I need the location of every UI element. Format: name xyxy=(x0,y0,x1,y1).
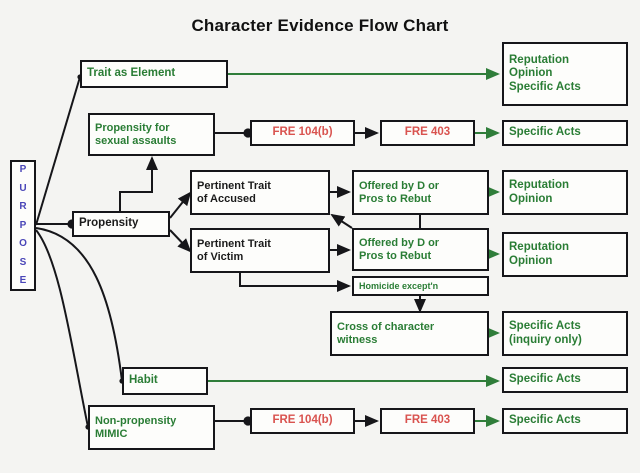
edge-purpose-nonpropensity xyxy=(35,229,89,428)
node-non-propensity-mimic[interactable]: Non-propensity MIMIC xyxy=(88,405,215,450)
node-label: FRE 403 xyxy=(404,414,451,427)
purpose-letter: O xyxy=(19,238,27,249)
node-label: sexual assaults xyxy=(95,134,177,147)
node-label: witness xyxy=(337,333,378,346)
node-label: MIMIC xyxy=(95,427,128,440)
node-label: FRE 104(b) xyxy=(272,414,333,427)
node-label: Specific Acts xyxy=(509,80,581,93)
node-cross-of-character-witness[interactable]: Cross of character witness xyxy=(330,311,489,356)
node-label: Offered by D or xyxy=(359,236,440,249)
purpose-letter: U xyxy=(19,182,27,194)
node-label: (inquiry only) xyxy=(509,333,582,346)
node-habit[interactable]: Habit xyxy=(122,367,208,395)
purpose-letter: S xyxy=(19,256,27,268)
node-label: Specific Acts xyxy=(509,373,581,386)
node-label: Pertinent Trait xyxy=(197,179,271,192)
node-offered-by-d-or-pros-to-rebut-accused[interactable]: Offered by D or Pros to Rebut xyxy=(352,170,489,215)
purpose-letter: E xyxy=(19,275,27,286)
node-fre-403-bottom[interactable]: FRE 403 xyxy=(380,408,475,434)
node-label: FRE 104(b) xyxy=(272,126,333,139)
edge-propensity-accused xyxy=(169,191,192,219)
node-propensity[interactable]: Propensity xyxy=(72,211,170,237)
purpose-letter: R xyxy=(19,201,27,212)
node-label: Propensity xyxy=(79,217,139,230)
node-outcome-reputation-opinion-victim[interactable]: Reputation Opinion xyxy=(502,232,628,277)
node-pertinent-trait-of-victim[interactable]: Pertinent Trait of Victim xyxy=(190,228,330,273)
node-propensity-for-sexual-assaults[interactable]: Propensity for sexual assaults xyxy=(88,113,215,156)
node-label: Opinion xyxy=(509,192,553,205)
edge-purpose-trait-element xyxy=(35,76,81,226)
node-label: Reputation xyxy=(509,240,570,253)
node-label: Propensity for xyxy=(95,121,170,134)
node-label: Reputation xyxy=(509,53,570,66)
node-outcome-reputation-opinion-accused[interactable]: Reputation Opinion xyxy=(502,170,628,215)
node-label: Non-propensity xyxy=(95,414,177,427)
node-purpose[interactable]: P U R P O S E xyxy=(10,160,36,291)
node-label: Habit xyxy=(129,374,158,387)
node-offered-by-d-or-pros-to-rebut-victim[interactable]: Offered by D or Pros to Rebut xyxy=(352,228,489,271)
node-label: Opinion xyxy=(509,67,553,80)
node-label: Specific Acts xyxy=(509,126,581,139)
node-outcome-reputation-opinion-specific-acts[interactable]: Reputation Opinion Specific Acts xyxy=(502,42,628,106)
node-outcome-specific-acts-sexual-assault[interactable]: Specific Acts xyxy=(502,120,628,146)
edge-victim-homicide xyxy=(239,273,351,292)
edge-offered-victim-up xyxy=(330,213,353,229)
node-outcome-specific-acts-habit[interactable]: Specific Acts xyxy=(502,367,628,393)
node-fre-403-top[interactable]: FRE 403 xyxy=(380,120,475,146)
purpose-letter: P xyxy=(19,164,27,175)
node-label: Cross of character xyxy=(337,320,435,333)
page-title: Character Evidence Flow Chart xyxy=(191,16,449,35)
edge-propensity-sexual xyxy=(119,156,158,211)
edge-purpose-habit xyxy=(35,227,123,382)
node-label: of Accused xyxy=(197,192,256,205)
node-homicide-exception[interactable]: Homicide except'n xyxy=(352,276,489,296)
node-fre-104b-bottom[interactable]: FRE 104(b) xyxy=(250,408,355,434)
node-label: Reputation xyxy=(509,178,570,191)
node-pertinent-trait-of-accused[interactable]: Pertinent Trait of Accused xyxy=(190,170,330,215)
node-label: Pros to Rebut xyxy=(359,192,432,205)
node-label: Offered by D or xyxy=(359,179,440,192)
node-label: Pros to Rebut xyxy=(359,249,432,262)
node-label: Opinion xyxy=(509,254,553,267)
purpose-letter: P xyxy=(19,219,27,231)
purpose-letter-stack: P U R P O S E xyxy=(19,165,27,286)
node-label: Pertinent Trait xyxy=(197,237,271,250)
node-label: Specific Acts xyxy=(509,414,581,427)
edge-propensity-victim xyxy=(169,229,192,253)
node-label: of Victim xyxy=(197,250,244,263)
node-trait-as-element[interactable]: Trait as Element xyxy=(80,60,228,88)
node-label: Trait as Element xyxy=(87,67,176,80)
node-label: Homicide except'n xyxy=(359,280,439,291)
node-label: FRE 403 xyxy=(404,126,451,139)
node-label: Specific Acts xyxy=(509,319,581,332)
node-outcome-specific-acts-inquiry-only[interactable]: Specific Acts (inquiry only) xyxy=(502,311,628,356)
node-fre-104b-top[interactable]: FRE 104(b) xyxy=(250,120,355,146)
node-outcome-specific-acts-mimic[interactable]: Specific Acts xyxy=(502,408,628,434)
